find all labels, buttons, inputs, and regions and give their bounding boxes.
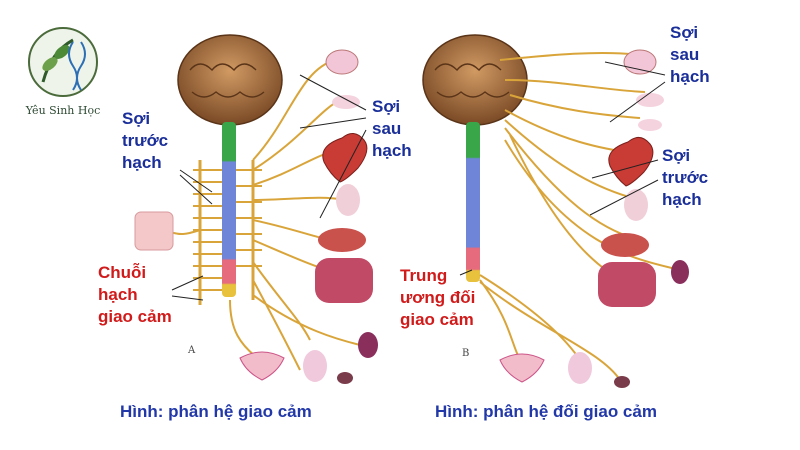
heart-b	[609, 137, 653, 186]
bladder-b	[568, 352, 592, 384]
intestine-b	[598, 262, 656, 307]
marker-a: A	[188, 345, 195, 356]
bladder-a	[303, 350, 327, 382]
logo-text: Yêu Sinh Học	[18, 104, 108, 117]
kidney-b	[671, 260, 689, 284]
genital-a	[337, 372, 353, 384]
label-parasympathetic-center: Trung ương đối giao cảm	[400, 265, 475, 331]
genital-b	[614, 376, 630, 388]
eye-a	[326, 50, 358, 74]
gland-a	[332, 95, 360, 109]
brain-a	[178, 35, 282, 125]
gland-b2	[638, 119, 662, 131]
label-sympathetic-chain: Chuỗi hạch giao cảm	[98, 262, 172, 328]
label-preganglionic-b: Sợi trước hạch	[662, 145, 708, 211]
intestine-a	[315, 258, 373, 303]
label-postganglionic-b: Sợi sau hạch	[670, 22, 710, 88]
caption-sympathetic: Hình: phân hệ giao cảm	[120, 402, 312, 422]
spinal-cord-a	[222, 122, 236, 297]
lung-b	[624, 189, 648, 221]
uterus-a	[240, 352, 284, 380]
uterus-b	[500, 354, 544, 382]
marker-b: B	[462, 348, 469, 359]
stomach-a	[318, 228, 366, 252]
label-postganglionic-a: Sợi sau hạch	[372, 96, 412, 162]
lung-a	[336, 184, 360, 216]
kidney-a	[358, 332, 378, 358]
eye-b	[624, 50, 656, 74]
skin-a	[135, 212, 173, 250]
caption-parasympathetic: Hình: phân hệ đối giao cảm	[435, 402, 657, 422]
site-logo[interactable]: Yêu Sinh Học	[18, 22, 108, 132]
stomach-b	[601, 233, 649, 257]
panel-a-diagram	[135, 35, 378, 384]
label-preganglionic-a: Sợi trước hạch	[122, 108, 168, 174]
leaf-dna-icon	[18, 22, 108, 104]
panel-b-diagram	[423, 35, 689, 388]
spinal-cord-b	[466, 122, 480, 282]
